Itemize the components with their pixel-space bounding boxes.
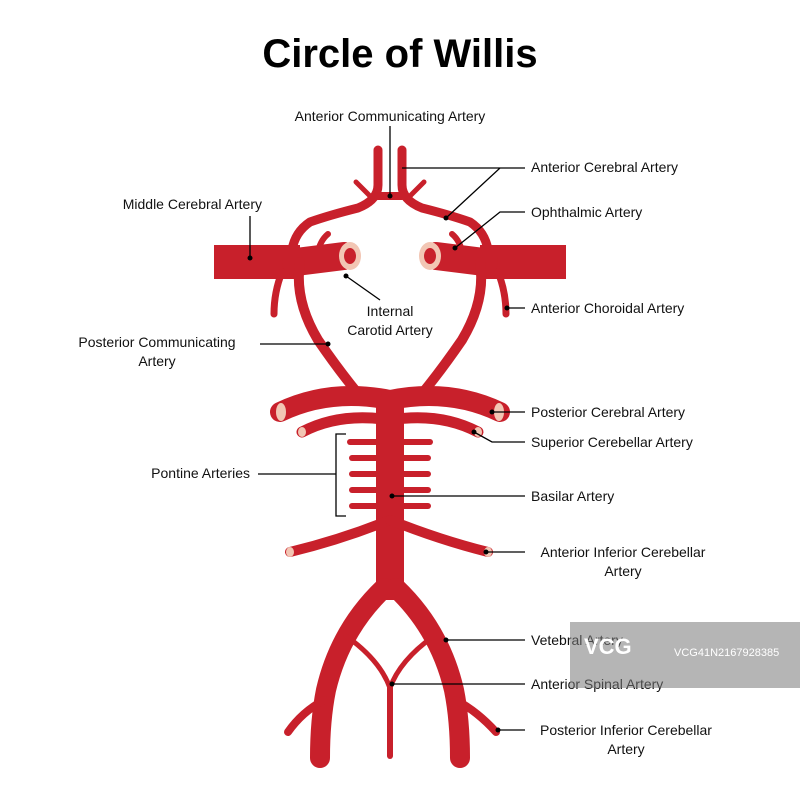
aica-cut-end [286,547,294,557]
anterior-spinal-branch-right [387,633,437,691]
dot [389,493,395,499]
acA-branch-left [353,179,373,199]
dot [387,193,393,199]
leader-superior-cerebellar [473,431,525,443]
vertebral-artery-right [386,578,470,768]
leader-dots [247,193,510,733]
leader-ophthalmic [454,211,525,249]
label-pontine-arteries: Pontine Arteries [151,465,250,481]
anterior-inferior-cerebellar-right [385,515,493,557]
internal-carotid-lumen [344,248,436,264]
lumen [344,248,356,264]
dot [325,341,331,347]
label-middle-cerebral-artery: Middle Cerebral Artery [122,196,262,212]
leader-anterior-cerebral [402,167,525,219]
posterior-cerebral-left [270,386,400,422]
dot [443,637,449,643]
anterior-choroidal-left [270,268,286,318]
dot [495,727,501,733]
dot [489,409,495,415]
superior-cerebellar-cut-end [474,427,482,437]
superior-cerebellar-cut-end [298,427,306,437]
anterior-spinal-branch-left [343,633,393,691]
watermark-id: VCG41N2167928385 [674,647,780,659]
acA-branch-right [407,179,427,199]
diagram-title: Circle of Willis [262,32,538,76]
dot [247,255,253,261]
label-basilar-artery: Basilar Artery [531,488,615,504]
dot [443,215,449,221]
lumen [424,248,436,264]
posterior-cerebral-right [380,386,510,422]
dot [483,549,489,555]
dot [343,273,349,279]
posterior-inferior-cerebellar-right [452,696,500,736]
label-ophthalmic-artery: Ophthalmic Artery [531,204,643,220]
label-posterior-inferior-cerebellar-artery: Posterior Inferior Cerebellar Artery [540,722,712,757]
anterior-choroidal-right [494,268,510,318]
dot [471,429,477,435]
label-posterior-cerebral-artery: Posterior Cerebral Artery [531,404,686,420]
label-anterior-communicating-artery: Anterior Communicating Artery [294,108,486,124]
leader-internal-carotid [345,275,381,301]
label-internal-carotid-artery: Internal Carotid Artery [347,303,433,338]
label-posterior-communicating-artery: Posterior Communicating Artery [78,334,236,369]
anterior-inferior-cerebellar-left [285,515,395,557]
posterior-communicating-left [293,257,365,401]
label-anterior-inferior-cerebellar-artery: Anterior Inferior Cerebellar Artery [540,544,706,579]
label-superior-cerebellar-artery: Superior Cerebellar Artery [531,434,693,450]
leader-lines [249,126,525,731]
posterior-cerebral-cut-end [276,403,286,421]
vertebral-artery-left [310,578,394,768]
label-anterior-cerebral-artery: Anterior Cerebral Artery [531,159,679,175]
anterior-cerebral-artery-left [287,145,383,255]
pontine-bracket [335,433,346,517]
watermark: VCG VCG41N2167928385 [570,622,800,688]
anterior-cerebral-artery-right [397,145,493,255]
posterior-communicating-right [415,257,487,401]
watermark-logo: VCG [584,634,632,659]
label-anterior-choroidal-artery: Anterior Choroidal Artery [531,300,685,316]
dot [504,305,510,311]
dot [389,681,395,687]
posterior-inferior-cerebellar-left [284,696,328,736]
dot [452,245,458,251]
